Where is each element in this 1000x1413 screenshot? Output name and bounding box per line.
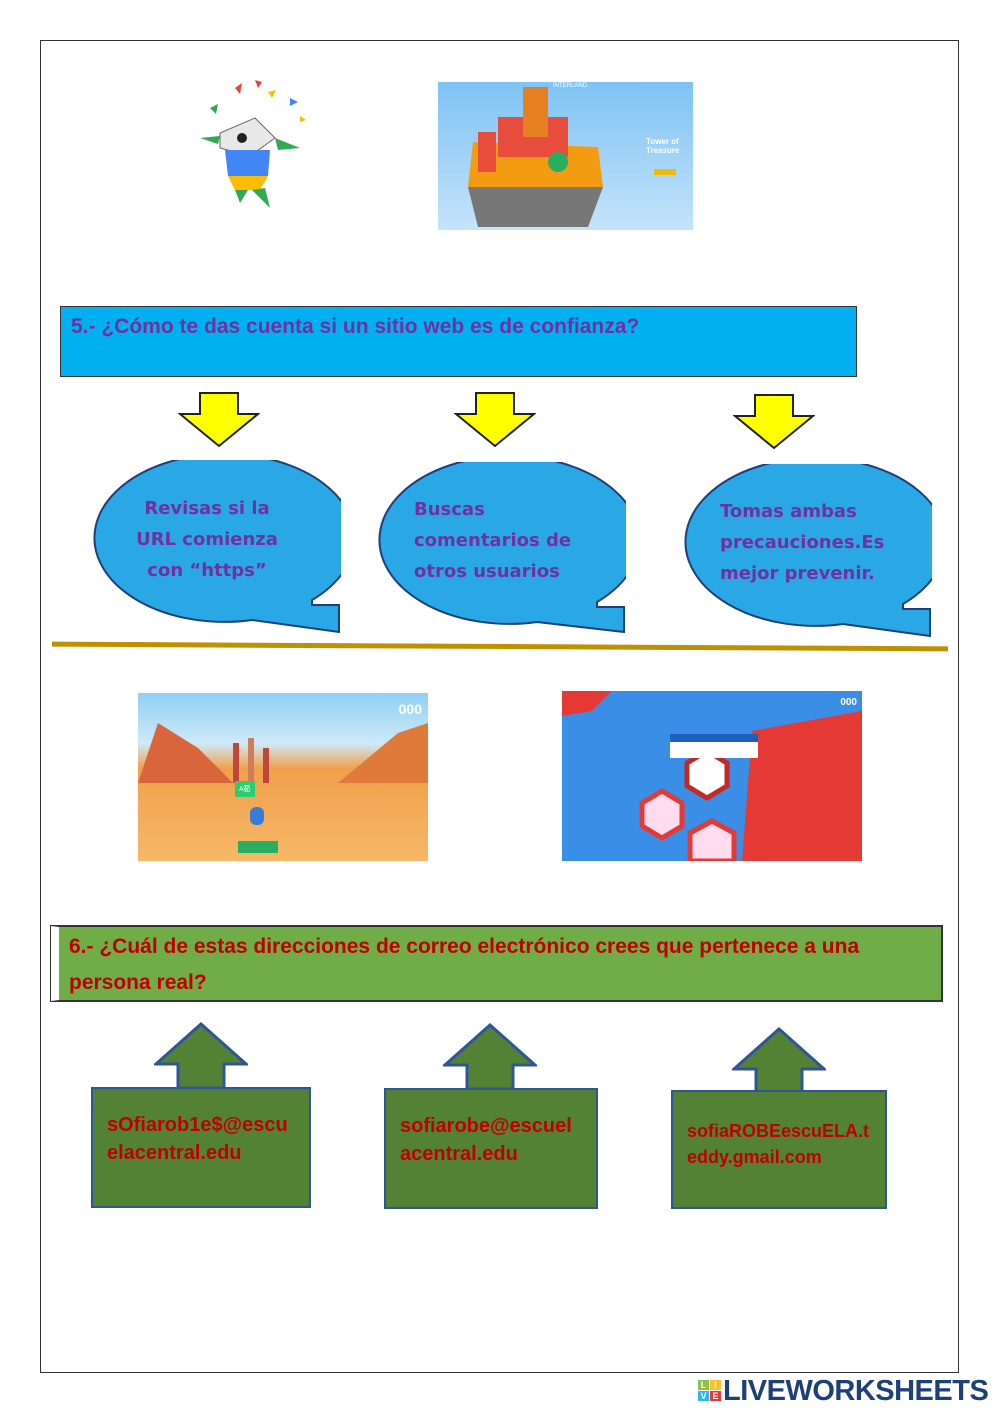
email-option-3[interactable]: sofiaROBEescuELA.teddy.gmail.com [671,1090,887,1209]
arrow-up-icon [732,1027,826,1095]
option-text: Revisas si la URL comienza con “https” [136,498,278,581]
mountains-icon [138,723,428,783]
controls [238,841,278,853]
option-text: Tomas ambas precauciones.Es mejor preven… [720,501,885,584]
email-option-2[interactable]: sofiarobe@escuelacentral.edu [384,1088,598,1209]
score-text: 000 [840,697,857,708]
score-text: 000 [398,701,422,717]
logo-letter: L [698,1380,709,1390]
arrow-up-icon [443,1023,537,1091]
player-character [250,807,264,825]
logo-letter: V [698,1391,709,1401]
speech-bubble-icon [378,462,626,634]
arrow-down-icon [454,392,536,448]
floating-island-icon [468,87,603,227]
answer-option-2[interactable]: Buscas comentarios de otros usuarios [362,462,626,634]
play-button [654,169,676,175]
game-title: Tower of Treasure [646,137,680,155]
chat-bubble: A筎 [235,781,255,797]
island-game-screenshot: 000 [562,691,862,861]
answer-option-1[interactable]: Revisas si la URL comienza con “https” [77,460,341,634]
question-6: 6.- ¿Cuál de estas direcciones de correo… [50,925,943,1002]
answer-option-3[interactable]: Tomas ambas precauciones.Es mejor preven… [668,464,932,638]
brand-text: INTERLAND [553,83,588,89]
option-text: Buscas comentarios de otros usuarios [414,499,572,582]
mascot-illustration [200,80,306,208]
arrow-down-icon [733,394,815,450]
question-5: 5.- ¿Cómo te das cuenta si un sitio web … [60,306,857,377]
email-option-1[interactable]: sOfiarob1e$@escuelacentral.edu [91,1087,311,1208]
speech-bubble-icon [684,464,932,638]
hexagons-icon [562,691,862,861]
dialog-box [670,734,758,758]
speech-bubble-icon [93,460,341,634]
arrow-up-icon [154,1022,248,1090]
liveworksheets-logo-icon: L I V E [698,1380,721,1401]
logo-letter: E [710,1391,721,1401]
tower-of-treasure-screenshot: INTERLAND Tower of Treasure [438,82,693,230]
footer-brand[interactable]: LIVEWORKSHEETS [723,1375,989,1407]
arrow-down-icon [178,392,260,448]
page-border [40,40,959,1373]
desert-game-screenshot: 000 A筎 [138,693,428,861]
logo-letter: I [710,1380,721,1390]
